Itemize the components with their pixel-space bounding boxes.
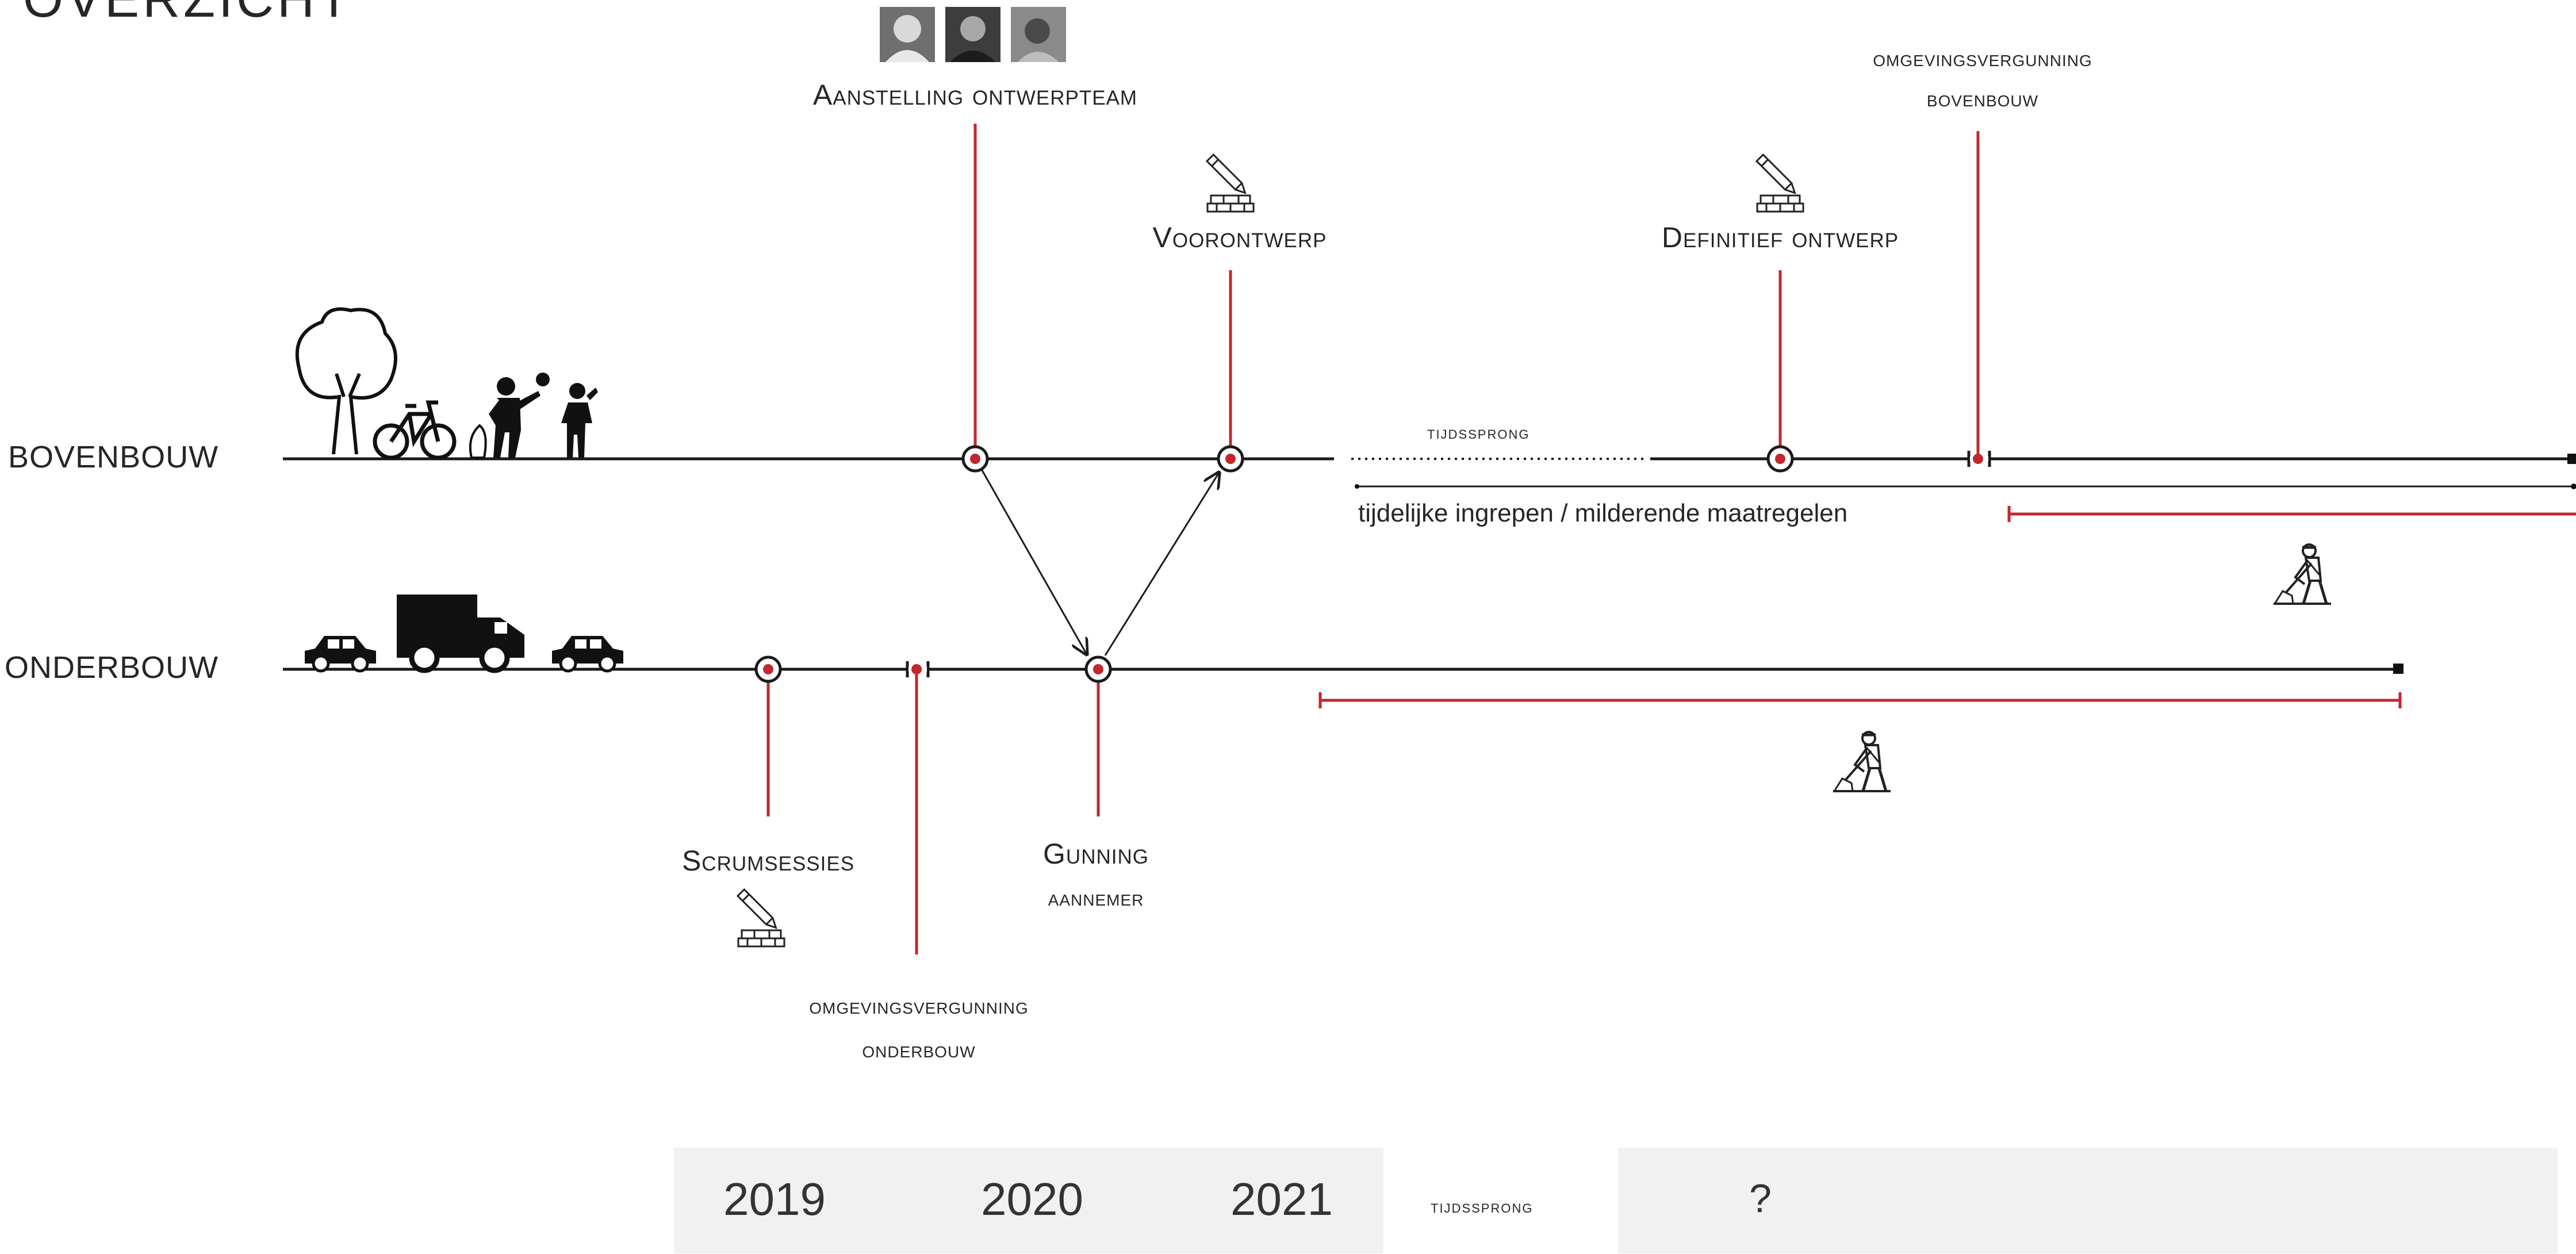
- car-icon: [305, 636, 376, 671]
- year-band-unknown: [1618, 1148, 2558, 1253]
- mitigation-note: tijdelijke ingrepen / milderende maatreg…: [1358, 499, 1848, 527]
- mitigation-line-start: [1355, 484, 1359, 489]
- marker-gunning: [1084, 655, 1112, 683]
- year-2021: 2021: [1230, 1174, 1333, 1225]
- milestone-markers: [754, 445, 1991, 683]
- label-voorontwerp: Voorontwerp: [1152, 221, 1327, 254]
- pencil-bricks-icon: [1206, 154, 1255, 213]
- row-label-bovenbouw: BOVENBOUW: [8, 440, 219, 474]
- portrait-photos: [880, 7, 1066, 62]
- arrow-up: [1104, 473, 1219, 656]
- label-definitief: Definitief ontwerp: [1661, 221, 1899, 254]
- marker-scrum: [754, 655, 782, 683]
- page-title: OVERZICHT: [23, 0, 353, 29]
- year-2019: 2019: [723, 1174, 826, 1225]
- timeline-unknown: ?: [1749, 1176, 1772, 1221]
- timeline-tijdssprong: tijdssprong: [1431, 1196, 1534, 1217]
- bottom-row-end-marker: [2393, 664, 2404, 674]
- marker-voorontwerp: [1217, 445, 1244, 473]
- construction-worker-icon: [2274, 544, 2331, 604]
- pencil-bricks-icon: [737, 888, 785, 948]
- label-scrum: Scrumsessies: [681, 845, 855, 877]
- execution-bars: [1318, 506, 2576, 708]
- label-aanstelling: Aanstelling ontwerpteam: [812, 79, 1138, 111]
- tree-icon: [295, 307, 397, 455]
- marker-omgev-onder: [906, 661, 930, 677]
- marker-omgev-boven: [1967, 451, 1991, 467]
- label-gunning-1: Gunning: [1043, 838, 1149, 870]
- truck-icon: [397, 595, 524, 673]
- car-icon: [552, 636, 623, 671]
- label-omgev-onder-1: omgevingsvergunning: [809, 994, 1029, 1019]
- label-gunning-2: aannemer: [1048, 885, 1144, 911]
- construction-worker-icon: [1833, 732, 1891, 791]
- label-omgev-boven-1: omgevingsvergunning: [1873, 46, 2092, 71]
- row-label-onderbouw: ONDERBOUW: [5, 650, 218, 685]
- bicycle-icon: [373, 400, 457, 460]
- milestone-lines: [766, 124, 1980, 954]
- top-row-end-marker: [2567, 454, 2576, 464]
- year-band-known: [674, 1148, 1383, 1253]
- flow-arrows: [981, 470, 1219, 656]
- people-playing-icon: [469, 373, 598, 459]
- rows-group: [283, 454, 2576, 674]
- mitigation-line-end: [2571, 484, 2576, 489]
- pencil-bricks-icon: [1755, 154, 1804, 213]
- marker-aanstelling: [961, 445, 989, 473]
- label-omgev-onder-2: onderbouw: [862, 1037, 976, 1063]
- label-tijdssprong-top: tijdssprong: [1427, 422, 1530, 443]
- marker-definitief: [1766, 445, 1794, 473]
- arrow-down: [981, 470, 1087, 654]
- label-omgev-boven-2: bovenbouw: [1926, 86, 2039, 112]
- year-2020: 2020: [981, 1174, 1083, 1225]
